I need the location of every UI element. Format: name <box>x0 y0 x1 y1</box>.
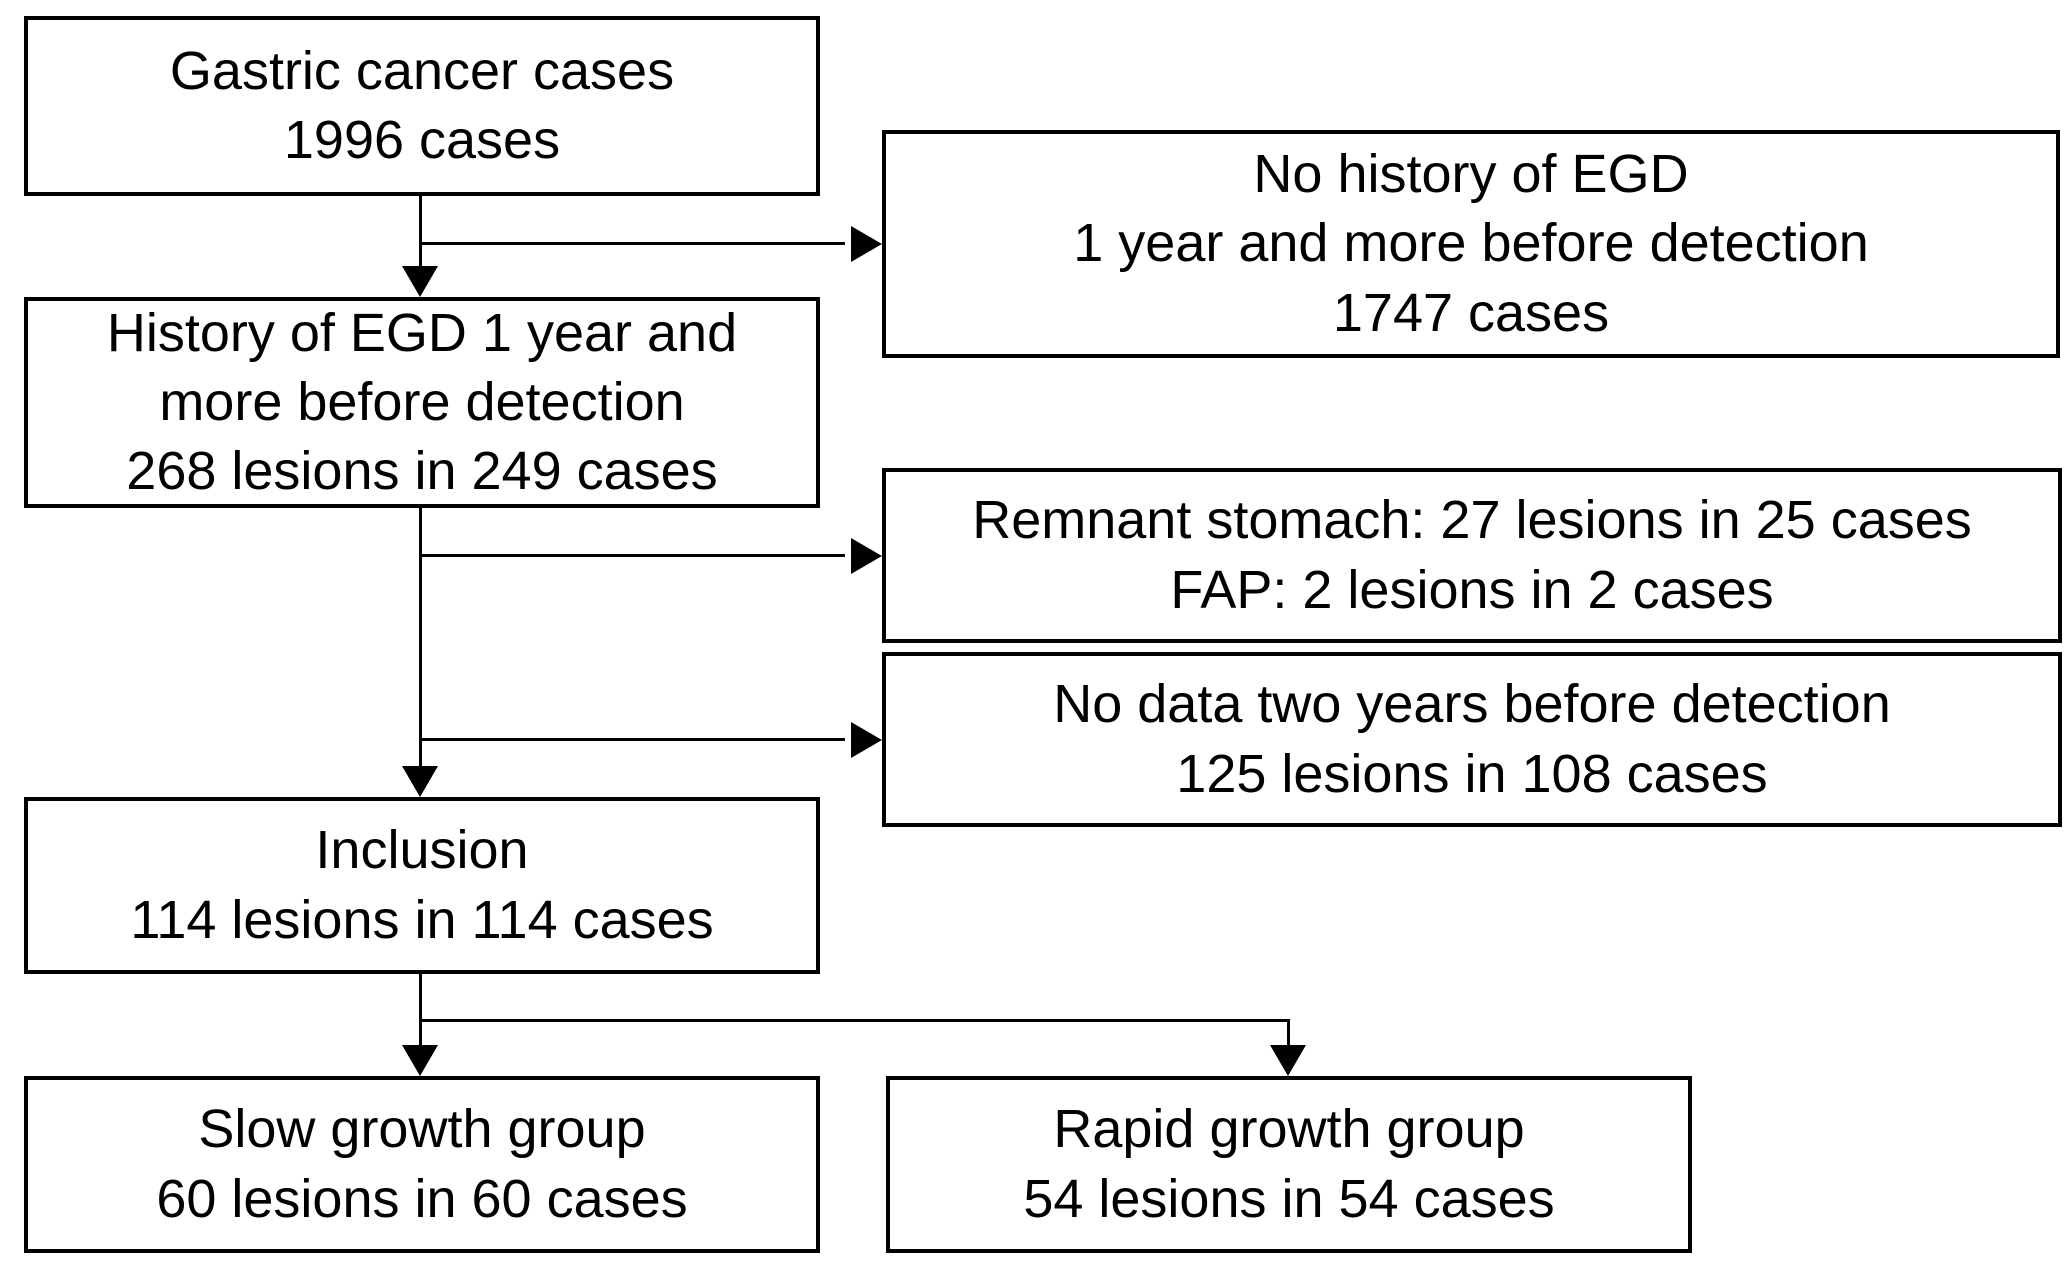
box-text-line: 268 lesions in 249 cases <box>126 441 718 502</box>
flow-box-inclusion: Inclusion 114 lesions in 114 cases <box>24 797 820 974</box>
flow-box-slow-growth-group: Slow growth group 60 lesions in 60 cases <box>24 1076 820 1253</box>
box-text-line: Rapid growth group <box>1053 1099 1525 1160</box>
arrowhead-right-into-no-history-icon <box>851 226 882 262</box>
arrowhead-down-into-inclusion-icon <box>402 766 438 797</box>
box-text-line: 125 lesions in 108 cases <box>1176 743 1768 804</box>
box-text-line: History of EGD 1 year and <box>106 302 738 363</box>
connector-branch-to-remnant-line <box>419 554 845 557</box>
box-text-line: more before detection <box>159 371 685 432</box>
box-text-line: No data two years before detection <box>1053 674 1891 735</box>
flow-box-remnant-stomach-fap: Remnant stomach: 27 lesions in 25 cases … <box>882 468 2062 643</box>
arrowhead-right-into-remnant-icon <box>851 538 882 574</box>
box-text-line: 1 year and more before detection <box>1073 213 1869 274</box>
box-text-line: Inclusion <box>315 820 529 881</box>
connector-history-to-inclusion-line <box>419 508 422 768</box>
arrowhead-down-into-slow-growth-icon <box>402 1045 438 1076</box>
connector-branch-to-no-data-line <box>419 738 845 741</box>
box-text-line: Slow growth group <box>198 1099 646 1160</box>
box-text-line: 60 lesions in 60 cases <box>156 1168 688 1229</box>
box-text-line: 1747 cases <box>1332 282 1610 343</box>
box-text-line: Remnant stomach: 27 lesions in 25 cases <box>972 490 1972 551</box>
box-text-line: No history of EGD <box>1253 144 1689 205</box>
box-text-line: 54 lesions in 54 cases <box>1023 1168 1555 1229</box>
connector-branch-to-no-history-line <box>419 242 845 245</box>
connector-branch-to-rapid-line <box>419 1019 1290 1022</box>
flow-box-history-of-egd: History of EGD 1 year and more before de… <box>24 297 820 508</box>
connector-rapid-drop-line <box>1287 1019 1290 1047</box>
box-text-line: FAP: 2 lesions in 2 cases <box>1170 559 1774 620</box>
box-text-line: 1996 cases <box>283 110 561 170</box>
connector-gastric-to-history-line <box>419 196 422 268</box>
connector-inclusion-to-slow-line <box>419 974 422 1047</box>
flow-box-no-history-of-egd: No history of EGD 1 year and more before… <box>882 130 2060 358</box>
arrowhead-right-into-no-data-icon <box>851 722 882 758</box>
box-text-line: Gastric cancer cases <box>169 40 675 101</box>
arrowhead-down-into-rapid-growth-icon <box>1270 1045 1306 1076</box>
box-text-line: 114 lesions in 114 cases <box>130 889 714 950</box>
flow-box-no-data-two-years: No data two years before detection 125 l… <box>882 652 2062 827</box>
flow-box-gastric-cancer-cases: Gastric cancer cases 1996 cases <box>24 16 820 196</box>
arrowhead-down-into-history-icon <box>402 266 438 297</box>
flow-box-rapid-growth-group: Rapid growth group 54 lesions in 54 case… <box>886 1076 1692 1253</box>
